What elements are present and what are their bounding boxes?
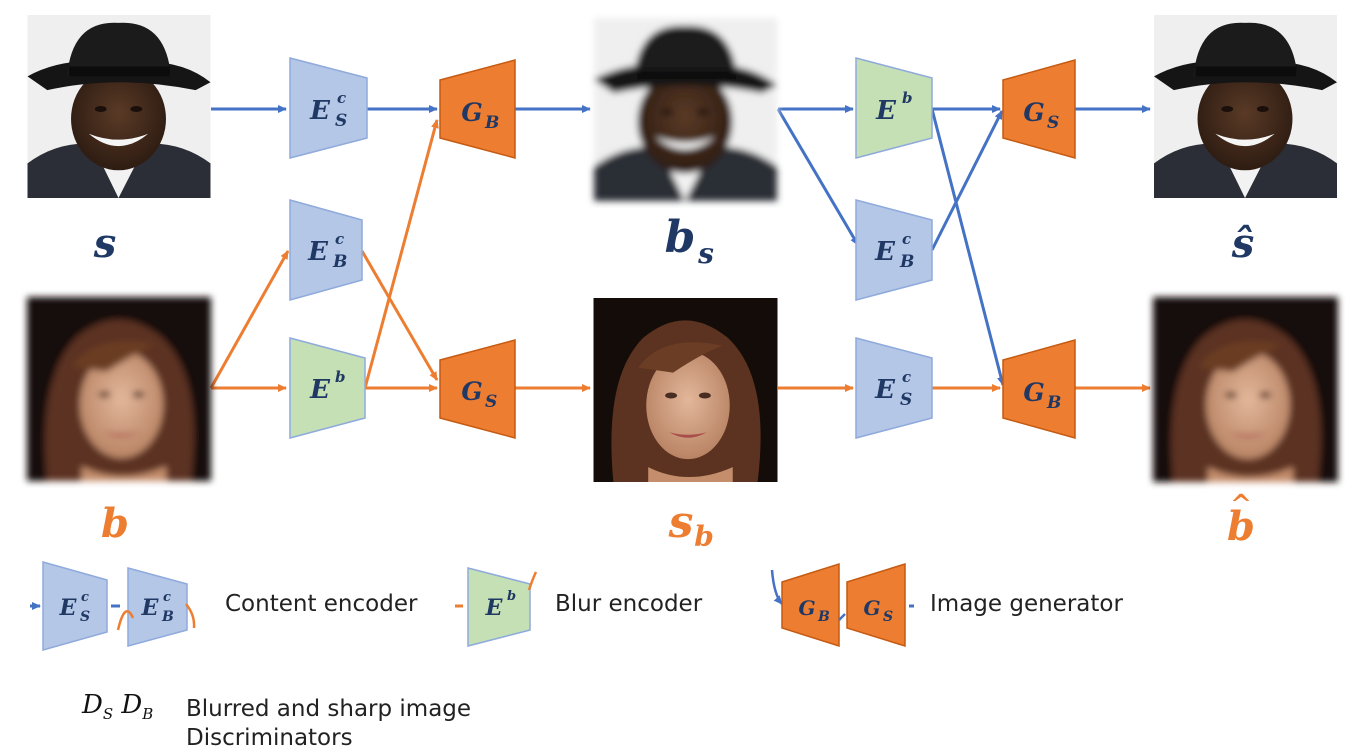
- svg-text:G: G: [1023, 98, 1044, 127]
- label-bs: b s: [665, 212, 715, 270]
- block-eb-c-left: E c B: [289, 199, 363, 301]
- svg-text:B: B: [1046, 393, 1061, 413]
- image-sb: [593, 298, 778, 482]
- block-g-b-right: G B: [1002, 339, 1076, 439]
- svg-text:E: E: [59, 595, 78, 621]
- legend-content-encoder-icons: E c S E c B: [30, 561, 196, 651]
- legend-discriminators-line1: Blurred and sharp image: [186, 696, 472, 722]
- block-g-s-left: G S: [439, 339, 516, 439]
- legend-image-generator-icons: G B G S: [770, 562, 914, 648]
- svg-text:b: b: [335, 368, 346, 386]
- svg-text:b: b: [665, 212, 696, 263]
- legend-content-encoder-text: Content encoder: [225, 591, 418, 617]
- image-bs: [594, 18, 777, 201]
- svg-text:c: c: [163, 590, 171, 605]
- svg-text:S: S: [900, 390, 912, 410]
- svg-text:S: S: [335, 111, 347, 131]
- legend-blur-encoder-text: Blur encoder: [555, 591, 703, 617]
- svg-text:E: E: [141, 595, 160, 621]
- block-es-c-top: E c S: [289, 57, 368, 159]
- svg-text:B: B: [899, 252, 914, 272]
- label-sb: s b: [668, 497, 714, 553]
- svg-text:E: E: [875, 96, 897, 126]
- svg-text:B: B: [484, 113, 499, 133]
- svg-text:S: S: [80, 609, 90, 625]
- image-b-hat: [1153, 297, 1338, 482]
- orange-arrows: [209, 119, 1151, 392]
- svg-text:c: c: [902, 368, 911, 386]
- block-e-b-right: E b: [855, 57, 933, 159]
- svg-text:b: b: [507, 589, 516, 604]
- legend-discriminator-symbols: DS DB: [82, 690, 154, 724]
- svg-text:b: b: [694, 520, 714, 553]
- svg-text:b: b: [1227, 503, 1255, 550]
- svg-text:G: G: [863, 596, 880, 620]
- legend-blur-encoder-icon: E b: [455, 567, 538, 647]
- block-g-s-right: G S: [1002, 59, 1076, 159]
- svg-text:c: c: [337, 89, 346, 107]
- svg-text:B: B: [332, 252, 347, 272]
- svg-text:c: c: [335, 230, 344, 248]
- svg-text:s: s: [668, 497, 694, 548]
- svg-text:s: s: [697, 237, 714, 270]
- svg-text:E: E: [874, 237, 896, 267]
- svg-text:G: G: [1023, 378, 1044, 407]
- svg-text:E: E: [485, 595, 504, 621]
- image-s-hat: [1154, 15, 1337, 198]
- svg-text:B: B: [817, 609, 830, 625]
- blue-arrows: [211, 105, 1151, 386]
- image-s: [27, 15, 211, 198]
- svg-text:E: E: [874, 375, 896, 405]
- block-g-b-top: G B: [439, 59, 516, 159]
- label-b: b: [101, 500, 129, 547]
- svg-text:G: G: [461, 377, 482, 406]
- svg-text:E: E: [309, 375, 331, 405]
- svg-text:^: ^: [1230, 490, 1252, 520]
- svg-text:E: E: [307, 237, 329, 267]
- svg-text:S: S: [1047, 113, 1059, 133]
- svg-text:G: G: [798, 596, 815, 620]
- svg-text:G: G: [461, 98, 482, 127]
- block-eb-c-right: E c B: [855, 199, 933, 301]
- svg-text:c: c: [81, 590, 89, 605]
- label-s: s: [93, 220, 117, 267]
- image-b: [27, 297, 211, 481]
- label-b-hat: b ^: [1227, 490, 1255, 550]
- svg-text:B: B: [161, 609, 174, 625]
- block-es-c-right: E c S: [855, 337, 933, 439]
- block-e-b-left: E b: [289, 337, 366, 439]
- svg-text:c: c: [902, 230, 911, 248]
- svg-text:S: S: [485, 392, 497, 412]
- svg-text:E: E: [309, 96, 331, 126]
- label-s-hat: ŝ: [1231, 220, 1255, 267]
- svg-text:S: S: [883, 609, 893, 625]
- legend-image-generator-text: Image generator: [930, 591, 1123, 617]
- legend-discriminators-line2: Discriminators: [186, 725, 353, 751]
- svg-text:b: b: [902, 89, 913, 107]
